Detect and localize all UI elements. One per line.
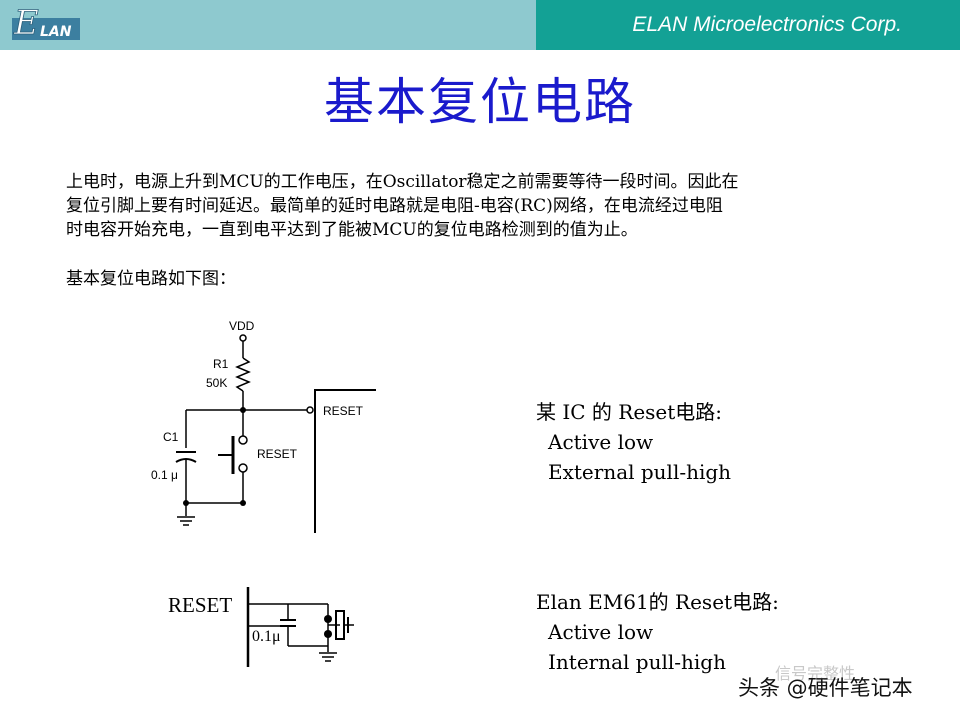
r1-label: R1 <box>213 357 229 371</box>
intro-paragraph: 上电时，电源上升到MCU的工作电压，在Oscillator稳定之前需要等待一段时… <box>66 170 896 242</box>
reset2-label: RESET <box>168 593 232 617</box>
junction-dot <box>240 407 246 413</box>
description-2-line2: Internal pull-high <box>548 650 726 674</box>
junction-dot <box>324 630 332 638</box>
logo-text: LAN <box>40 24 72 40</box>
watermark: 头条 @硬件笔记本 <box>738 676 913 700</box>
elan-logo: E LAN <box>12 4 80 43</box>
vdd-label: VDD <box>229 319 255 333</box>
paragraph-line: 复位引脚上要有时间延迟。最简单的延时电路就是电阻-电容(RC)网络，在电流经过电… <box>66 196 723 216</box>
watermark-faint: 信号完整性 <box>775 664 856 683</box>
description-2-title: Elan EM61的 Reset电路: <box>536 590 779 614</box>
reset-pin-label: RESET <box>323 404 364 418</box>
vdd-terminal <box>239 334 247 342</box>
reset-pin-terminal <box>306 406 314 414</box>
description-2: Elan EM61的 Reset电路: Active low Internal … <box>536 587 779 677</box>
header-band-left: E LAN <box>0 0 536 50</box>
switch-label: RESET <box>257 447 298 461</box>
description-1: 某 IC 的 Reset电路: Active low External pull… <box>536 397 731 487</box>
header-band-right: ELAN Microelectronics Corp. <box>536 0 960 50</box>
paragraph-line: 时电容开始充电，一直到电平达到了能被MCU的复位电路检测到的值为止。 <box>66 220 638 240</box>
description-2-line1: Active low <box>548 620 654 644</box>
ic-outline <box>314 389 376 533</box>
paragraph-line: 上电时，电源上升到MCU的工作电压，在Oscillator稳定之前需要等待一段时… <box>66 172 739 192</box>
c1-label: C1 <box>163 430 179 444</box>
junction-dot <box>324 615 332 623</box>
description-1-line2: External pull-high <box>548 460 732 484</box>
c1-value: 0.1 μ <box>151 468 178 482</box>
junction-dot <box>240 500 246 506</box>
page-title: 基本复位电路 <box>324 73 636 131</box>
cap2-value: 0.1μ <box>252 628 281 645</box>
circuit-subheading: 基本复位电路如下图： <box>66 269 236 289</box>
junction-dot <box>183 500 189 506</box>
switch-contact-bottom <box>238 463 248 473</box>
resistor-r1 <box>235 357 251 392</box>
description-1-line1: Active low <box>548 430 654 454</box>
logo-bar <box>12 18 80 40</box>
r1-value: 50K <box>206 376 227 390</box>
switch-contact-top <box>238 435 248 445</box>
description-1-title: 某 IC 的 Reset电路: <box>536 400 723 424</box>
company-name: ELAN Microelectronics Corp. <box>632 13 902 36</box>
logo-letter: E <box>13 4 39 43</box>
capacitor-plate-bottom <box>175 458 197 463</box>
